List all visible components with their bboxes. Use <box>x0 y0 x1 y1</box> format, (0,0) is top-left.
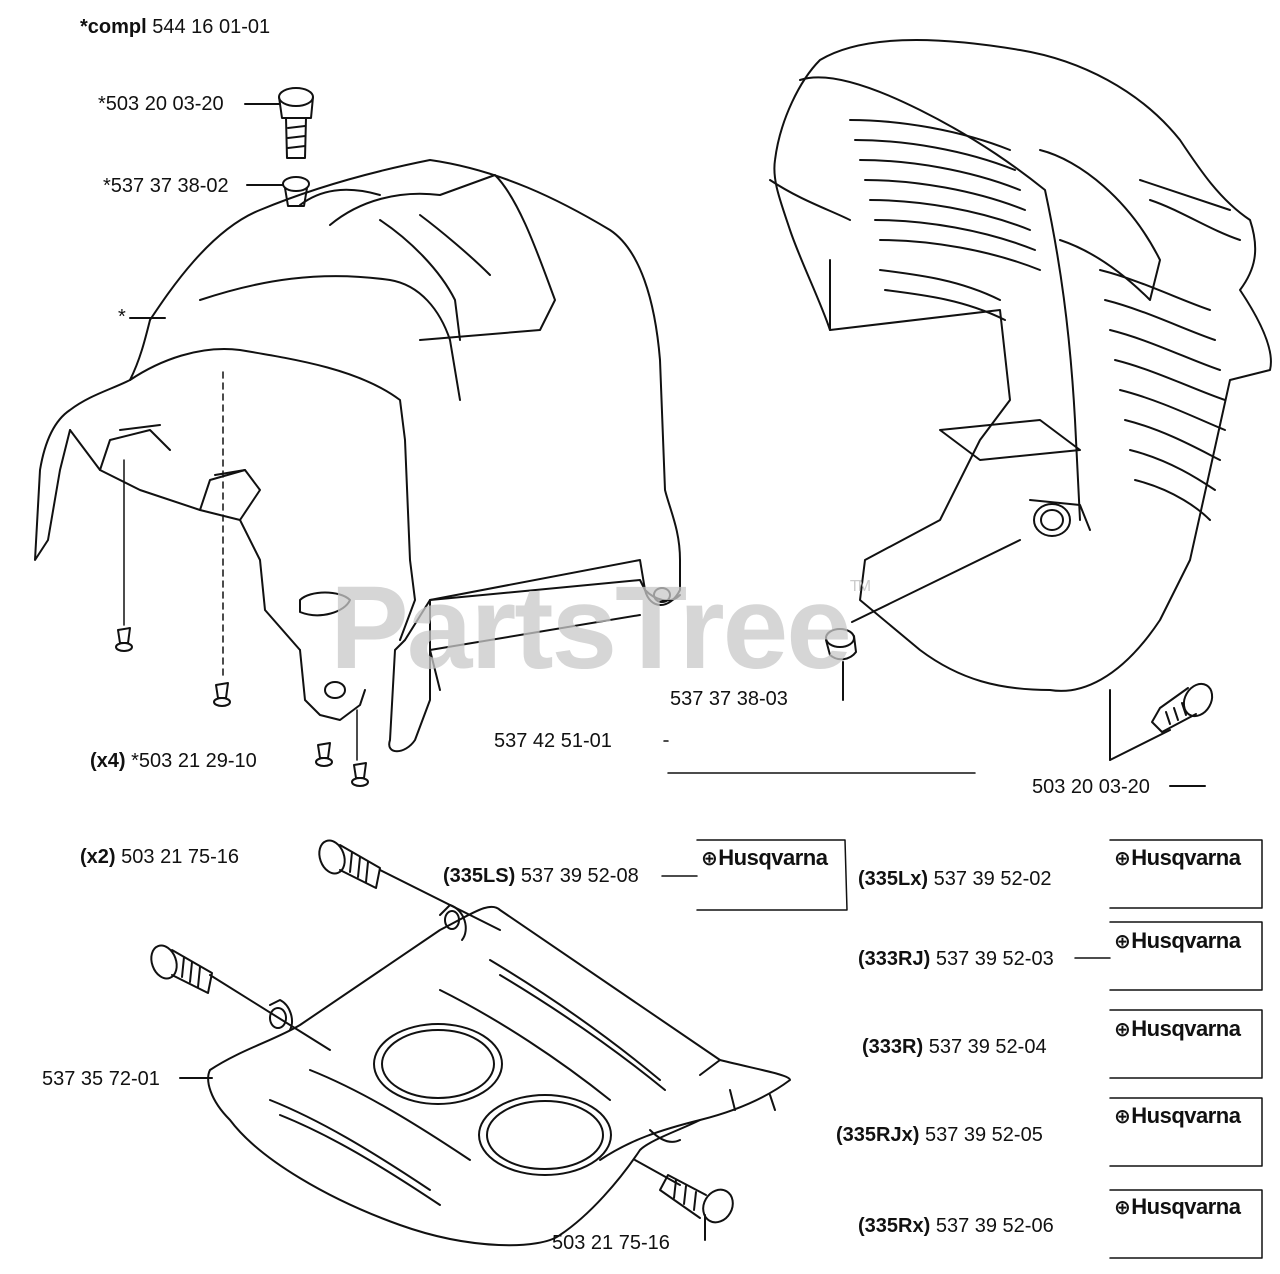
part-number-x2: 503 21 75-16 <box>121 846 240 868</box>
part-label-screws-x4[interactable]: (x4) *503 21 29-10 <box>90 750 257 772</box>
crown-logo-icon: ⊕ <box>1114 931 1131 953</box>
plate-screws-illustration <box>150 839 734 1224</box>
crown-logo-icon: ⊕ <box>1114 1197 1131 1219</box>
part-label-screws-x2[interactable]: (x2) 503 21 75-16 <box>80 846 239 868</box>
watermark: PartsTreeTM <box>330 562 871 694</box>
crown-logo-icon: ⊕ <box>1114 1019 1131 1041</box>
washer-top-illustration <box>246 176 310 207</box>
husqvarna-decal-335ls: ⊕Husqvarna <box>701 845 828 870</box>
part-label-cover-star[interactable]: * <box>118 306 126 328</box>
decal-label-335lx[interactable]: (335Lx) 537 39 52-02 <box>858 868 1052 890</box>
compl-number: 544 16 01-01 <box>152 16 271 38</box>
right-cover-illustration <box>769 39 1272 761</box>
bottom-plate-illustration <box>179 869 791 1247</box>
crown-logo-icon: ⊕ <box>1114 1106 1131 1128</box>
husqvarna-decal-333rj: ⊕Husqvarna <box>1114 928 1241 953</box>
decal-label-335ls[interactable]: (335LS) 537 39 52-08 <box>443 865 639 887</box>
decal-label-335rjx[interactable]: (335RJx) 537 39 52-05 <box>836 1124 1043 1146</box>
crown-logo-icon: ⊕ <box>701 848 718 870</box>
small-screws-illustration <box>115 627 369 787</box>
left-cover-illustration <box>34 159 681 761</box>
husqvarna-decal-335lx: ⊕Husqvarna <box>1114 845 1241 870</box>
part-number-x4: *503 21 29-10 <box>131 750 257 772</box>
part-label-plate[interactable]: 537 35 72-01 <box>42 1068 160 1090</box>
decal-label-335rx[interactable]: (335Rx) 537 39 52-06 <box>858 1215 1054 1237</box>
part-label-sleeve[interactable]: 537 37 38-03 <box>670 688 788 710</box>
part-label-washer-top[interactable]: *537 37 38-02 <box>103 175 229 197</box>
decal-label-333r[interactable]: (333R) 537 39 52-04 <box>862 1036 1047 1058</box>
screw-top-illustration <box>244 87 314 159</box>
compl-kit-label: *compl 544 16 01-01 <box>80 16 270 38</box>
compl-prefix: *compl <box>80 16 147 38</box>
part-label-screw-bottom[interactable]: 503 21 75-16 <box>552 1232 670 1254</box>
decal-label-333rj[interactable]: (333RJ) 537 39 52-03 <box>858 948 1054 970</box>
screw-right-illustration <box>1109 682 1214 787</box>
part-label-screw-top[interactable]: *503 20 03-20 <box>98 93 224 115</box>
husqvarna-decal-335rjx: ⊕Husqvarna <box>1114 1103 1241 1128</box>
qty-x2: (x2) <box>80 846 116 868</box>
part-label-screw-right[interactable]: 503 20 03-20 <box>1032 776 1150 798</box>
part-label-cover[interactable]: 537 42 51-01 <box>494 730 612 752</box>
crown-logo-icon: ⊕ <box>1114 848 1131 870</box>
husqvarna-decal-335rx: ⊕Husqvarna <box>1114 1194 1241 1219</box>
decal-boxes <box>661 839 1263 1259</box>
sleeve-illustration <box>825 539 1021 701</box>
husqvarna-decal-333r: ⊕Husqvarna <box>1114 1016 1241 1041</box>
qty-x4: (x4) <box>90 750 126 772</box>
